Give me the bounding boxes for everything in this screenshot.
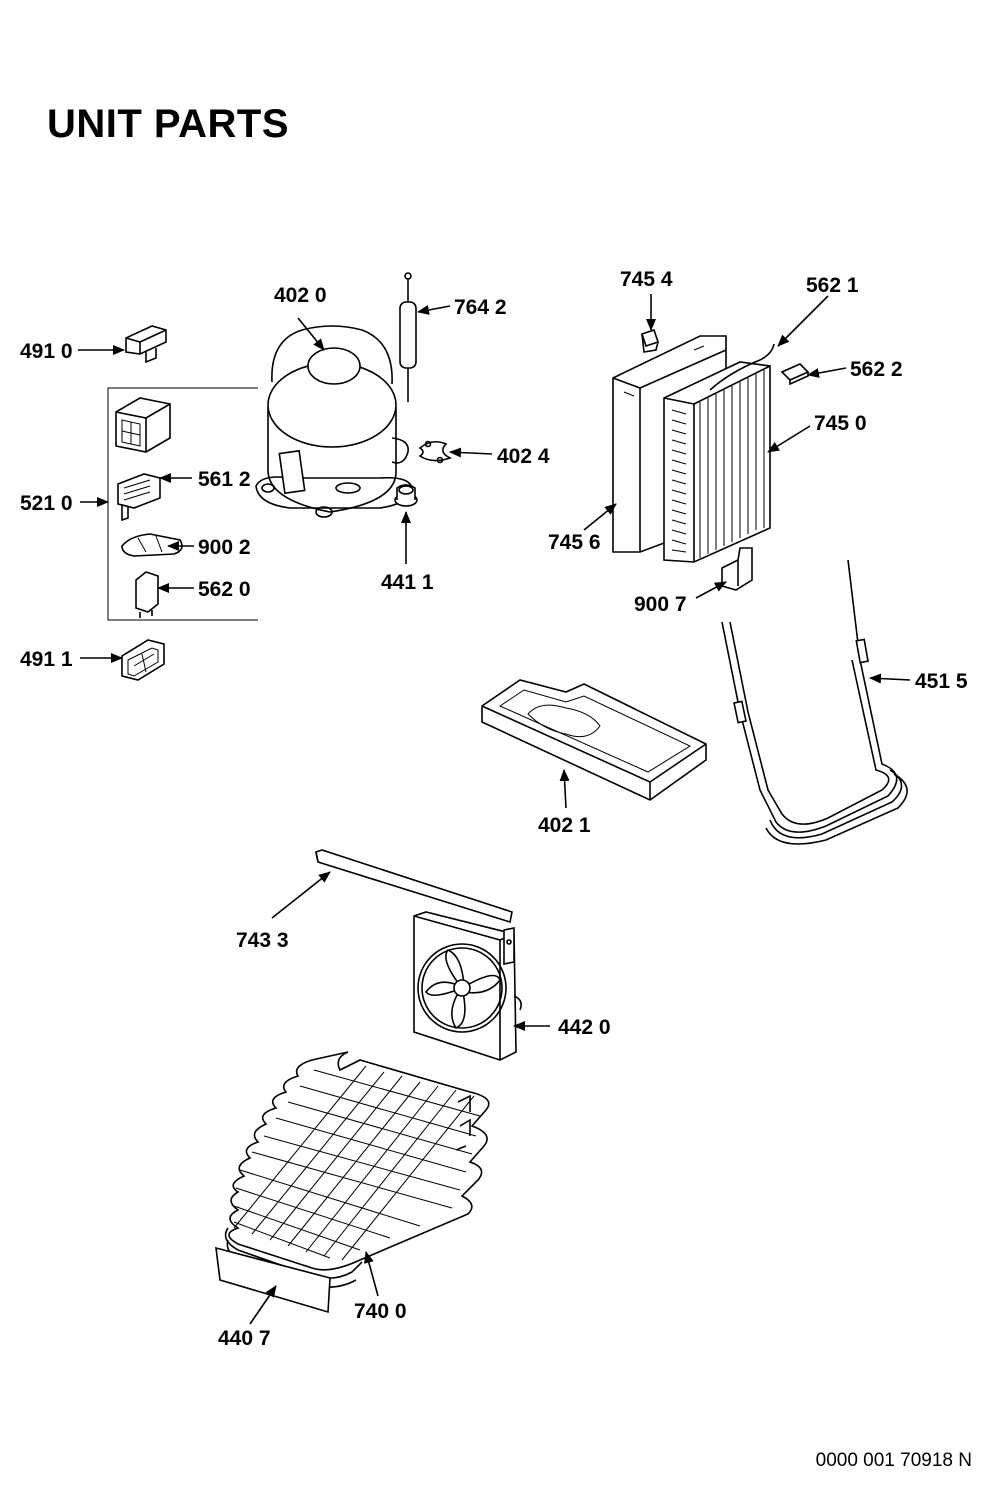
- callout-745-6: 745 6: [548, 531, 601, 554]
- drain-heater-illustration: [721, 559, 908, 845]
- callout-900-2: 900 2: [198, 536, 251, 559]
- callout-561-2: 561 2: [198, 468, 251, 491]
- callout-402-1: 402 1: [538, 814, 591, 837]
- callout-743-3: 743 3: [236, 929, 289, 952]
- clip-illustration: [418, 440, 453, 464]
- callout-491-0: 491 0: [20, 340, 73, 363]
- callout-labels: 491 0 402 0 764 2 745 4 562 1 562 2 745 …: [20, 268, 968, 1350]
- bracket-900-7-illustration: [721, 547, 753, 591]
- drain-tray-illustration: [481, 679, 707, 801]
- label-plate-illustration: [215, 1246, 331, 1314]
- relay-block-illustration: [115, 397, 171, 453]
- terminal-clip-illustration: [135, 571, 159, 618]
- compressor-illustration: [255, 325, 413, 518]
- callout-562-0: 562 0: [198, 578, 251, 601]
- callout-441-1: 441 1: [381, 571, 434, 594]
- callout-562-2: 562 2: [850, 358, 903, 381]
- callout-402-4: 402 4: [497, 445, 550, 468]
- filter-drier-illustration: [399, 272, 417, 402]
- protector-illustration: [121, 533, 183, 557]
- callout-402-0: 402 0: [274, 284, 327, 307]
- callout-745-4: 745 4: [620, 268, 673, 291]
- condenser-illustration: [224, 1051, 490, 1288]
- evaporator-illustration: [612, 335, 775, 563]
- sensor-745-4-illustration: [640, 328, 660, 353]
- callout-491-1: 491 1: [20, 648, 73, 671]
- grommet-illustration: [394, 484, 418, 507]
- callout-440-7: 440 7: [218, 1327, 271, 1350]
- fan-assembly-illustration: [413, 911, 522, 1061]
- cover-bottom-illustration: [121, 639, 165, 681]
- callout-740-0: 740 0: [354, 1300, 407, 1323]
- callout-764-2: 764 2: [454, 296, 507, 319]
- callout-562-1: 562 1: [806, 274, 859, 297]
- document-code: 0000 001 70918 N: [815, 1450, 972, 1471]
- callout-745-0: 745 0: [814, 412, 867, 435]
- callout-521-0: 521 0: [20, 492, 73, 515]
- page-title: UNIT PARTS: [47, 102, 290, 146]
- heater-562-2-illustration: [780, 363, 810, 386]
- relay-clip-illustration: [117, 473, 161, 522]
- callout-900-7: 900 7: [634, 593, 687, 616]
- leader-lines: [78, 294, 911, 1325]
- callout-451-5: 451 5: [915, 670, 968, 693]
- cover-top-illustration: [125, 325, 167, 364]
- callout-442-0: 442 0: [558, 1016, 611, 1039]
- rail-illustration: [315, 849, 513, 924]
